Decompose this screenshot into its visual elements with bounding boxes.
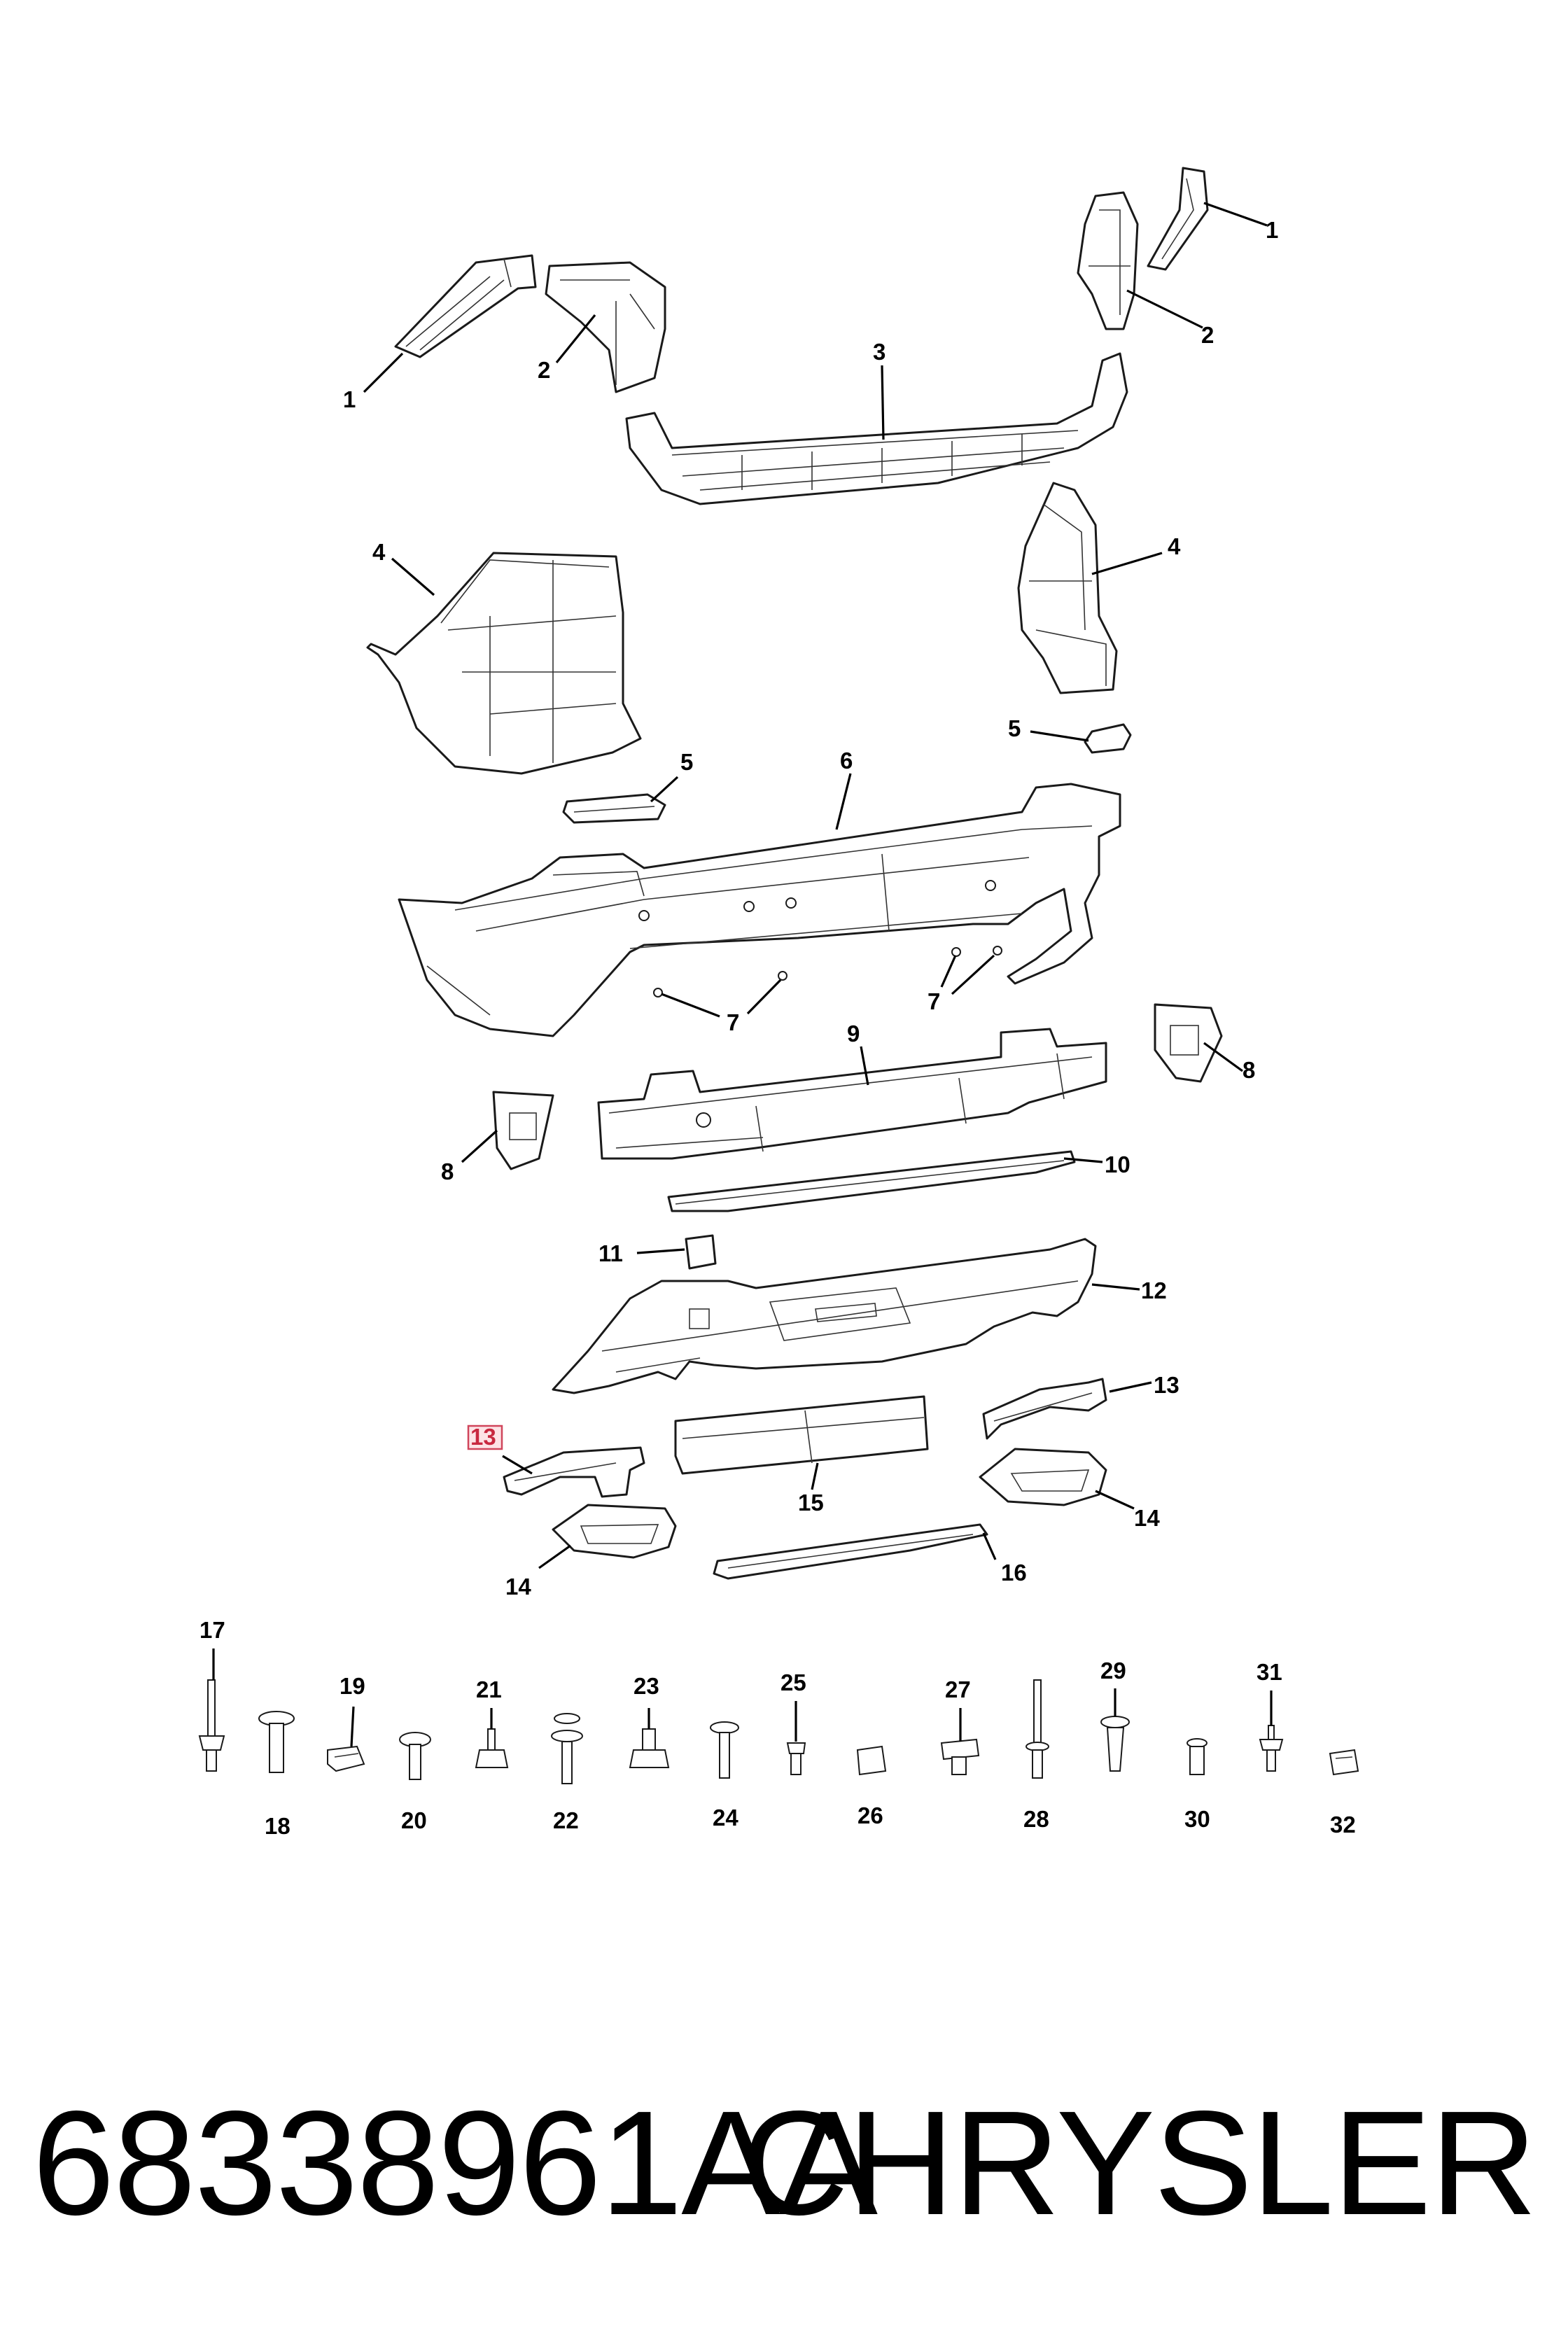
callout-13-right: 13 bbox=[1154, 1372, 1180, 1398]
callout-13-left: 13 bbox=[470, 1424, 496, 1450]
callout-18: 18 bbox=[265, 1813, 290, 1839]
callout-15: 15 bbox=[798, 1490, 824, 1516]
fastener-26 bbox=[856, 1745, 887, 1776]
part-13-right-bracket bbox=[982, 1378, 1107, 1440]
part-8-right-plate bbox=[1154, 1003, 1223, 1083]
callout-8-left: 8 bbox=[441, 1158, 454, 1184]
callout-11: 11 bbox=[598, 1240, 623, 1266]
callout-3: 3 bbox=[873, 339, 886, 365]
fastener-19 bbox=[327, 1745, 365, 1772]
callout-24: 24 bbox=[713, 1805, 738, 1830]
callout-5-right: 5 bbox=[1008, 715, 1021, 741]
part-9-reinforcement bbox=[597, 1028, 1107, 1160]
callout-4-left: 4 bbox=[372, 539, 386, 565]
callout-6: 6 bbox=[840, 748, 853, 774]
part-10-trim-strip bbox=[667, 1150, 1076, 1212]
part-14-left-exhaust-tip bbox=[552, 1504, 677, 1559]
fastener-23 bbox=[629, 1728, 670, 1768]
part-16-lower-trim bbox=[713, 1523, 988, 1580]
part-5-left-reflector bbox=[562, 793, 666, 824]
callout-5-left: 5 bbox=[680, 749, 693, 775]
callout-7-left: 7 bbox=[727, 1009, 739, 1035]
fastener-22 bbox=[551, 1713, 583, 1784]
footer: 68338961AA CHRYSLER bbox=[0, 2072, 1568, 2254]
part-number: 68338961AA bbox=[32, 2080, 878, 2246]
fastener-25 bbox=[786, 1742, 806, 1775]
part-4-right-corner bbox=[1017, 482, 1118, 694]
callout-19: 19 bbox=[340, 1673, 365, 1699]
callout-13-highlight-box bbox=[467, 1424, 503, 1450]
callout-32: 32 bbox=[1330, 1812, 1356, 1837]
fastener-24 bbox=[710, 1721, 739, 1779]
fastener-28 bbox=[1026, 1679, 1049, 1779]
part-1-right-bracket bbox=[1147, 167, 1209, 271]
callout-10: 10 bbox=[1105, 1152, 1130, 1177]
part-7-sensors-right bbox=[951, 946, 1002, 957]
callout-29: 29 bbox=[1100, 1658, 1126, 1684]
fastener-31 bbox=[1259, 1725, 1284, 1772]
callout-26: 26 bbox=[858, 1802, 883, 1828]
part-14-right-exhaust-tip bbox=[979, 1448, 1107, 1506]
brand-name: CHRYSLER bbox=[741, 2080, 1537, 2246]
part-8-left-plate bbox=[492, 1091, 554, 1170]
part-6-bumper-fascia bbox=[398, 783, 1121, 1037]
part-3-upper-beam bbox=[625, 352, 1128, 505]
part-5-right-reflector bbox=[1084, 723, 1132, 754]
fastener-27 bbox=[940, 1738, 980, 1775]
callout-1-right: 1 bbox=[1266, 217, 1278, 243]
fastener-21 bbox=[475, 1728, 509, 1768]
fastener-17 bbox=[198, 1679, 225, 1772]
callout-21: 21 bbox=[476, 1676, 502, 1702]
callout-28: 28 bbox=[1023, 1806, 1049, 1832]
part-1-left-bracket bbox=[394, 254, 537, 358]
callout-14-left: 14 bbox=[505, 1574, 531, 1600]
callout-1-left: 1 bbox=[343, 386, 356, 412]
callout-20: 20 bbox=[401, 1807, 427, 1833]
callout-31: 31 bbox=[1256, 1659, 1282, 1685]
fastener-32 bbox=[1329, 1749, 1359, 1776]
part-2-right-bracket bbox=[1077, 191, 1139, 330]
callout-30: 30 bbox=[1184, 1806, 1210, 1832]
part-2-left-bracket bbox=[545, 261, 666, 393]
part-13-left-bracket bbox=[503, 1446, 645, 1498]
callout-7-right: 7 bbox=[927, 988, 940, 1014]
callout-25: 25 bbox=[780, 1670, 806, 1695]
part-11-cover bbox=[685, 1234, 717, 1270]
callout-27: 27 bbox=[945, 1676, 971, 1702]
callout-2-right: 2 bbox=[1201, 322, 1214, 348]
callout-23: 23 bbox=[634, 1673, 659, 1699]
part-7-sensors-left bbox=[653, 971, 788, 997]
part-15-center-panel bbox=[674, 1395, 929, 1475]
fastener-30 bbox=[1186, 1738, 1208, 1775]
callout-4-right: 4 bbox=[1168, 533, 1181, 559]
part-4-left-corner bbox=[366, 552, 642, 775]
callout-8-right: 8 bbox=[1242, 1057, 1255, 1083]
fastener-18 bbox=[258, 1711, 295, 1773]
callout-22: 22 bbox=[553, 1807, 579, 1833]
callout-12: 12 bbox=[1141, 1278, 1167, 1303]
exploded-parts-diagram: 1 2 1 2 3 4 4 5 bbox=[198, 167, 1359, 1839]
callout-2-left: 2 bbox=[538, 357, 550, 383]
callout-9: 9 bbox=[847, 1021, 860, 1046]
callout-17: 17 bbox=[200, 1617, 225, 1643]
fastener-29 bbox=[1100, 1716, 1130, 1772]
callout-16: 16 bbox=[1001, 1560, 1027, 1586]
callout-14-right: 14 bbox=[1134, 1505, 1160, 1531]
part-12-lower-valance bbox=[552, 1238, 1097, 1394]
fastener-20 bbox=[399, 1732, 431, 1780]
